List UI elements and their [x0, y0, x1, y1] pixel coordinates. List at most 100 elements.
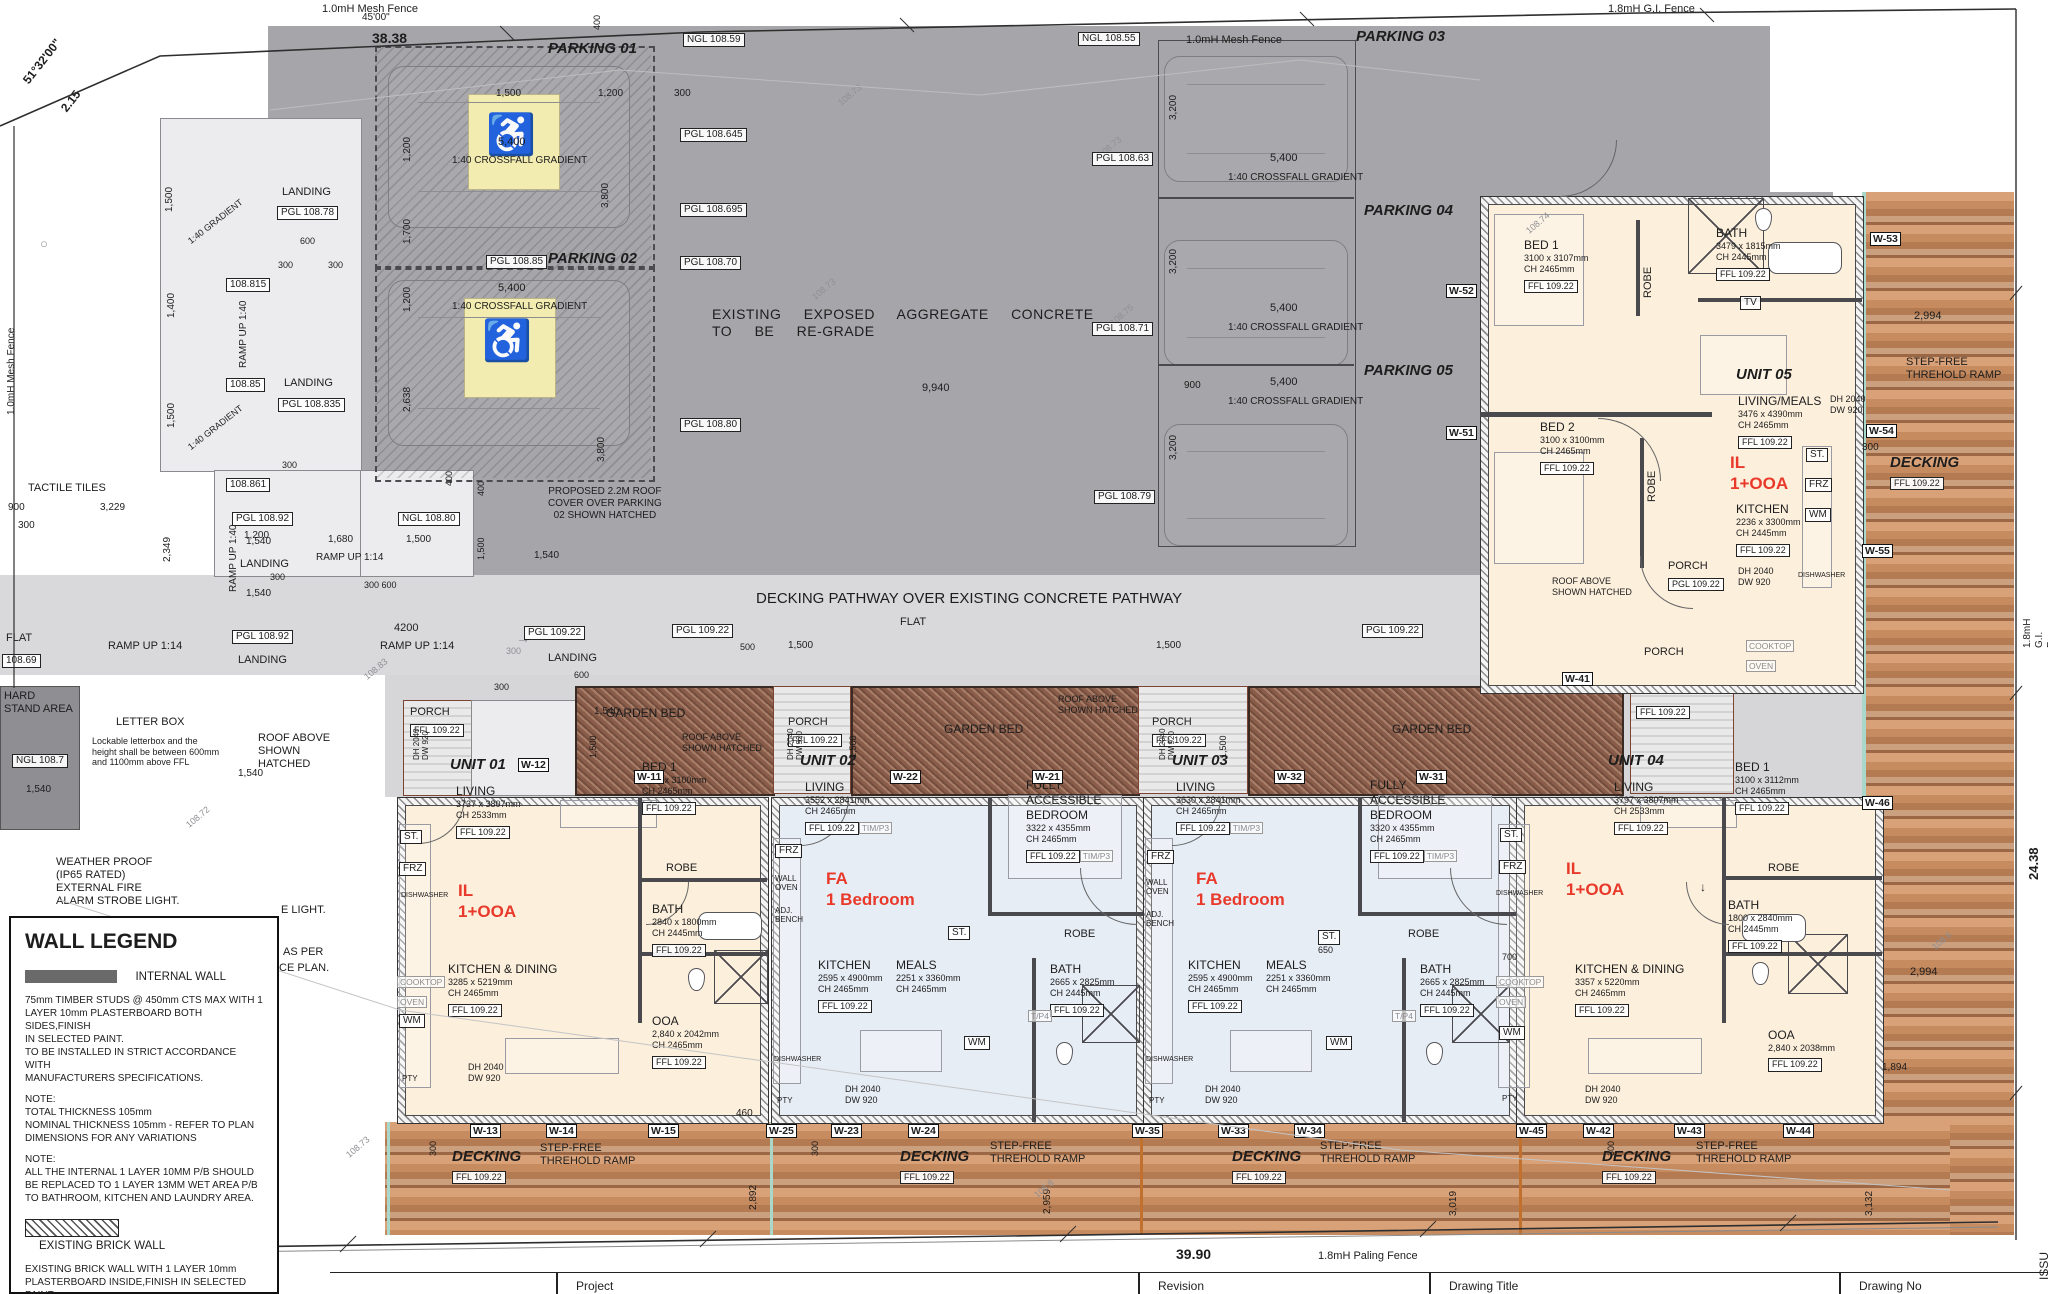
internal-wall-segment: [1032, 958, 1036, 1122]
dim-1200t: 1,200: [598, 88, 624, 99]
dim-1540e: 1,540: [238, 768, 264, 779]
unit04-ooa-line-1: 2,840 x 2038mm: [1768, 1043, 1836, 1053]
furniture-outline: [860, 1030, 942, 1072]
title-sep-4: [1839, 1273, 1841, 1294]
unit03-living-line-4: TIM/P3: [1229, 821, 1264, 835]
unit05-door2-line-0: DH 2040: [1738, 566, 1774, 576]
tag-w11: W-11: [634, 770, 665, 784]
unit01-class-line-0: IL: [458, 881, 474, 900]
letterbox-note: Lockable letterbox and the height shall …: [92, 736, 220, 768]
pathway-band: [0, 575, 1562, 675]
brick-wall-swatch: [25, 1219, 119, 1237]
roofabove-2: ROOF ABOVE SHOWN HATCHED: [1058, 694, 1138, 715]
unit03-bath-line-1: 2665 x 2825mm: [1420, 977, 1485, 987]
unit02-title-line-0: UNIT 02: [800, 752, 856, 769]
internal-wall-segment: [1402, 958, 1406, 1122]
unit01-ooa-line-3: FFL 109.22: [652, 1055, 706, 1069]
dim-1500gv1: 1,500: [588, 735, 598, 758]
unit03-fab-line-5: FFL 109.22: [1370, 849, 1424, 863]
porch-u1-label-line-0: PORCH: [410, 706, 450, 718]
pathway-label: DECKING PATHWAY OVER EXISTING CONCRETE P…: [756, 590, 1183, 607]
fence-gi-top: 1.8mH G.I. Fence: [1608, 3, 1695, 15]
dim-1680: 1,680: [328, 534, 354, 545]
dim-1500g2: 1,500: [1156, 640, 1182, 651]
tag-w24: W-24: [908, 1124, 939, 1138]
tag-w12: W-12: [518, 758, 549, 772]
dim-300g: 300: [494, 682, 510, 692]
unit03-meals-line-1: 2251 x 3360mm: [1266, 973, 1331, 983]
u2-frz: FRZ: [775, 844, 803, 858]
car-parking05: [1164, 424, 1348, 546]
unit03-living-line-0: LIVING: [1176, 780, 1216, 794]
unit04-bed1-line-2: CH 2465mm: [1735, 786, 1786, 797]
internal-wall-segment: [1636, 220, 1640, 316]
landing4: LANDING: [238, 654, 287, 666]
pgl-10879: PGL 108.79: [1094, 490, 1156, 504]
landing1-pgl: PGL 108.78: [277, 206, 339, 220]
u5-st: ST.: [1806, 448, 1829, 462]
garden1-label: GARDEN BED: [606, 706, 686, 720]
p01-dim: 5,400: [498, 136, 526, 148]
tag-w35: W-35: [1132, 1124, 1163, 1138]
tag-w13: W-13: [470, 1124, 501, 1138]
teal-strip-2: [770, 1122, 773, 1235]
unit02-fab-line-3: 3322 x 4355mm: [1026, 823, 1091, 833]
garden3-label: GARDEN BED: [1392, 722, 1472, 736]
stepfree-2: STEP-FREE THREHOLD RAMP: [990, 1140, 1086, 1165]
unit02-title: UNIT 02: [800, 752, 856, 771]
unit05-bed2-line-0: BED 2: [1540, 420, 1575, 434]
flat-left: FLAT: [6, 632, 33, 644]
pgl-10870: PGL 108.70: [680, 256, 742, 270]
dim-400c: 400: [476, 480, 486, 496]
internal-wall-segment: [1158, 364, 1354, 366]
internal-wall-segment: [1698, 298, 1862, 302]
dim-300b1: 300: [428, 1140, 438, 1156]
unit05-bath-line-3: FFL 109.22: [1716, 267, 1770, 281]
bearing-left-len: 2.15: [58, 87, 84, 115]
u4-st: ST.: [1500, 828, 1523, 842]
unit05-bed2-line-2: CH 2465mm: [1540, 446, 1591, 457]
fence-mesh-right: 1.0mH Mesh Fence: [1186, 34, 1282, 46]
tag-w43: W-43: [1674, 1124, 1705, 1138]
tag-w33: W-33: [1218, 1124, 1249, 1138]
unit05-outline: [1480, 196, 1864, 694]
white-top-right: [1770, 0, 2048, 192]
deck2-label-line-0: DECKING: [900, 1148, 970, 1165]
p04-dim: 5,400: [1270, 302, 1298, 314]
tag-w55: W-55: [1862, 544, 1893, 558]
unit01-living-line-1: 3737 x 3807mm: [456, 799, 521, 809]
existing-concrete: EXISTING EXPOSED AGGREGATE CONCRETE TO B…: [712, 306, 1094, 339]
dim-3019: 3,019: [1448, 1190, 1459, 1216]
internal-wall-segment: [1158, 197, 1354, 199]
ramp1: RAMP UP 1:40: [238, 300, 249, 368]
u3-tp4: T/P4: [1392, 1010, 1416, 1023]
unit05-bath-line-2: CH 2445mm: [1716, 252, 1767, 263]
p05-w: 3,200: [1168, 434, 1179, 460]
unit03-meals-line-2: CH 2465mm: [1266, 984, 1317, 995]
unit03-bath-line-0: BATH: [1420, 962, 1452, 976]
teal-strip-1: [387, 1122, 390, 1235]
p03-w: 3,200: [1168, 94, 1179, 120]
dim-2994a: 2,994: [1914, 310, 1942, 322]
tag-w41: W-41: [1562, 672, 1593, 686]
pgl-10922-land: PGL 109.22: [524, 626, 586, 640]
lvl-10869: 108.69: [2, 654, 41, 668]
u3-dw: DISHWASHER: [1146, 1056, 1194, 1063]
proposed-roof: PROPOSED 2.2M ROOF COVER OVER PARKING 02…: [548, 486, 662, 521]
unit05-kitchen-line-2: CH 2445mm: [1736, 528, 1787, 539]
unit03-fab-line-1: ACCESSIBLE: [1370, 793, 1446, 807]
unit02-door-line-1: DW 920: [845, 1095, 878, 1106]
unit03-fab-line-0: FULLY: [1370, 778, 1407, 792]
